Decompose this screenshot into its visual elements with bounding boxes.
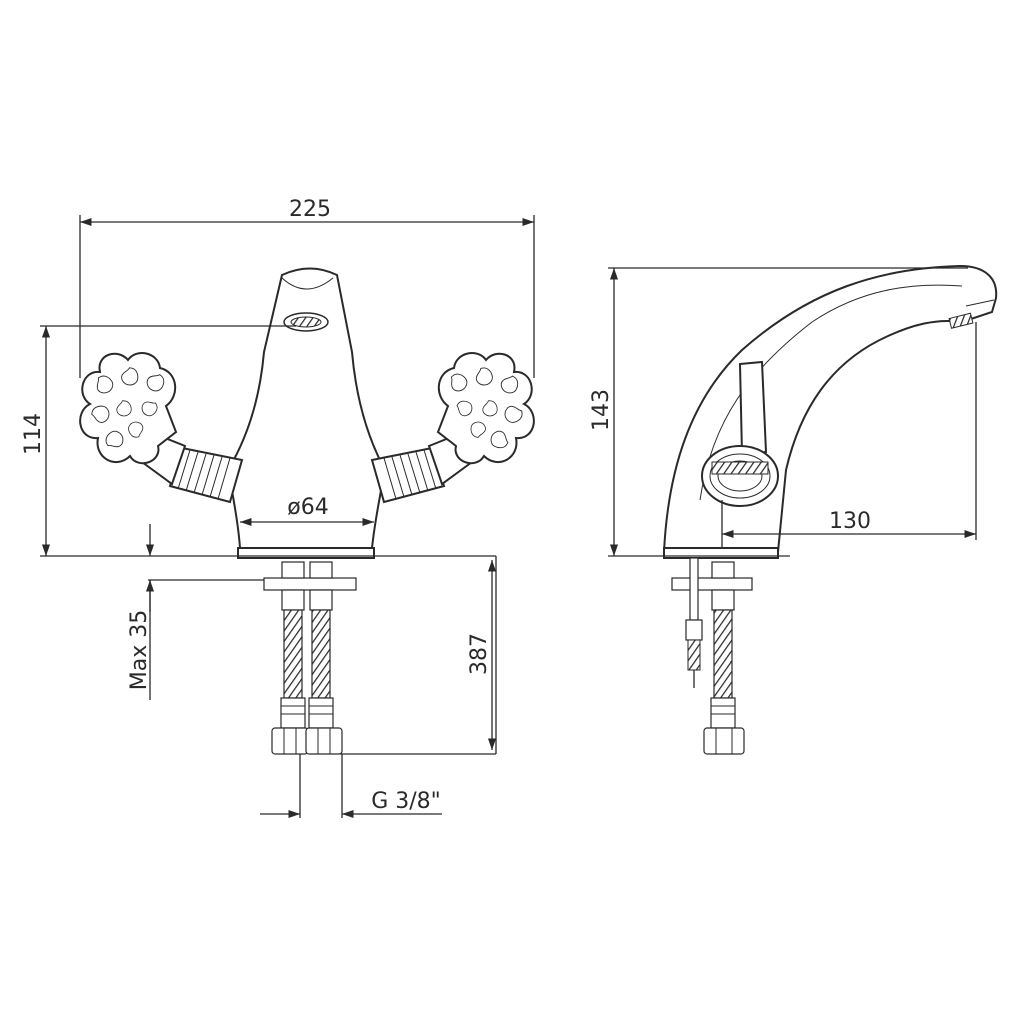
- dim-hose-length: 387: [467, 633, 492, 675]
- front-base-plate: [237, 547, 375, 559]
- dim-max-counter-thickness: Max 35: [127, 610, 152, 690]
- dim-connection-thread: G 3/8": [371, 789, 441, 814]
- dim-height-side: 143: [589, 389, 614, 431]
- left-handle-neck: [140, 430, 244, 504]
- side-handle-ring: [701, 445, 779, 507]
- side-supply-hoses: [671, 557, 753, 755]
- side-lever: [738, 360, 768, 456]
- right-cross-handle: [436, 352, 535, 465]
- dim-spout-reach: 130: [829, 509, 871, 534]
- side-base-plate: [663, 547, 779, 559]
- front-supply-hoses: [263, 561, 357, 755]
- dim-height-front: 114: [21, 413, 46, 455]
- dim-base-diameter: ø64: [287, 495, 328, 520]
- dim-overall-width: 225: [289, 197, 331, 222]
- front-faucet-body: [226, 267, 387, 549]
- right-handle-neck: [370, 430, 474, 504]
- side-view: 143 130: [589, 264, 998, 755]
- front-view: 225 114 ø64 Max 35 387 G 3/8": [21, 197, 535, 819]
- left-cross-handle: [79, 352, 178, 465]
